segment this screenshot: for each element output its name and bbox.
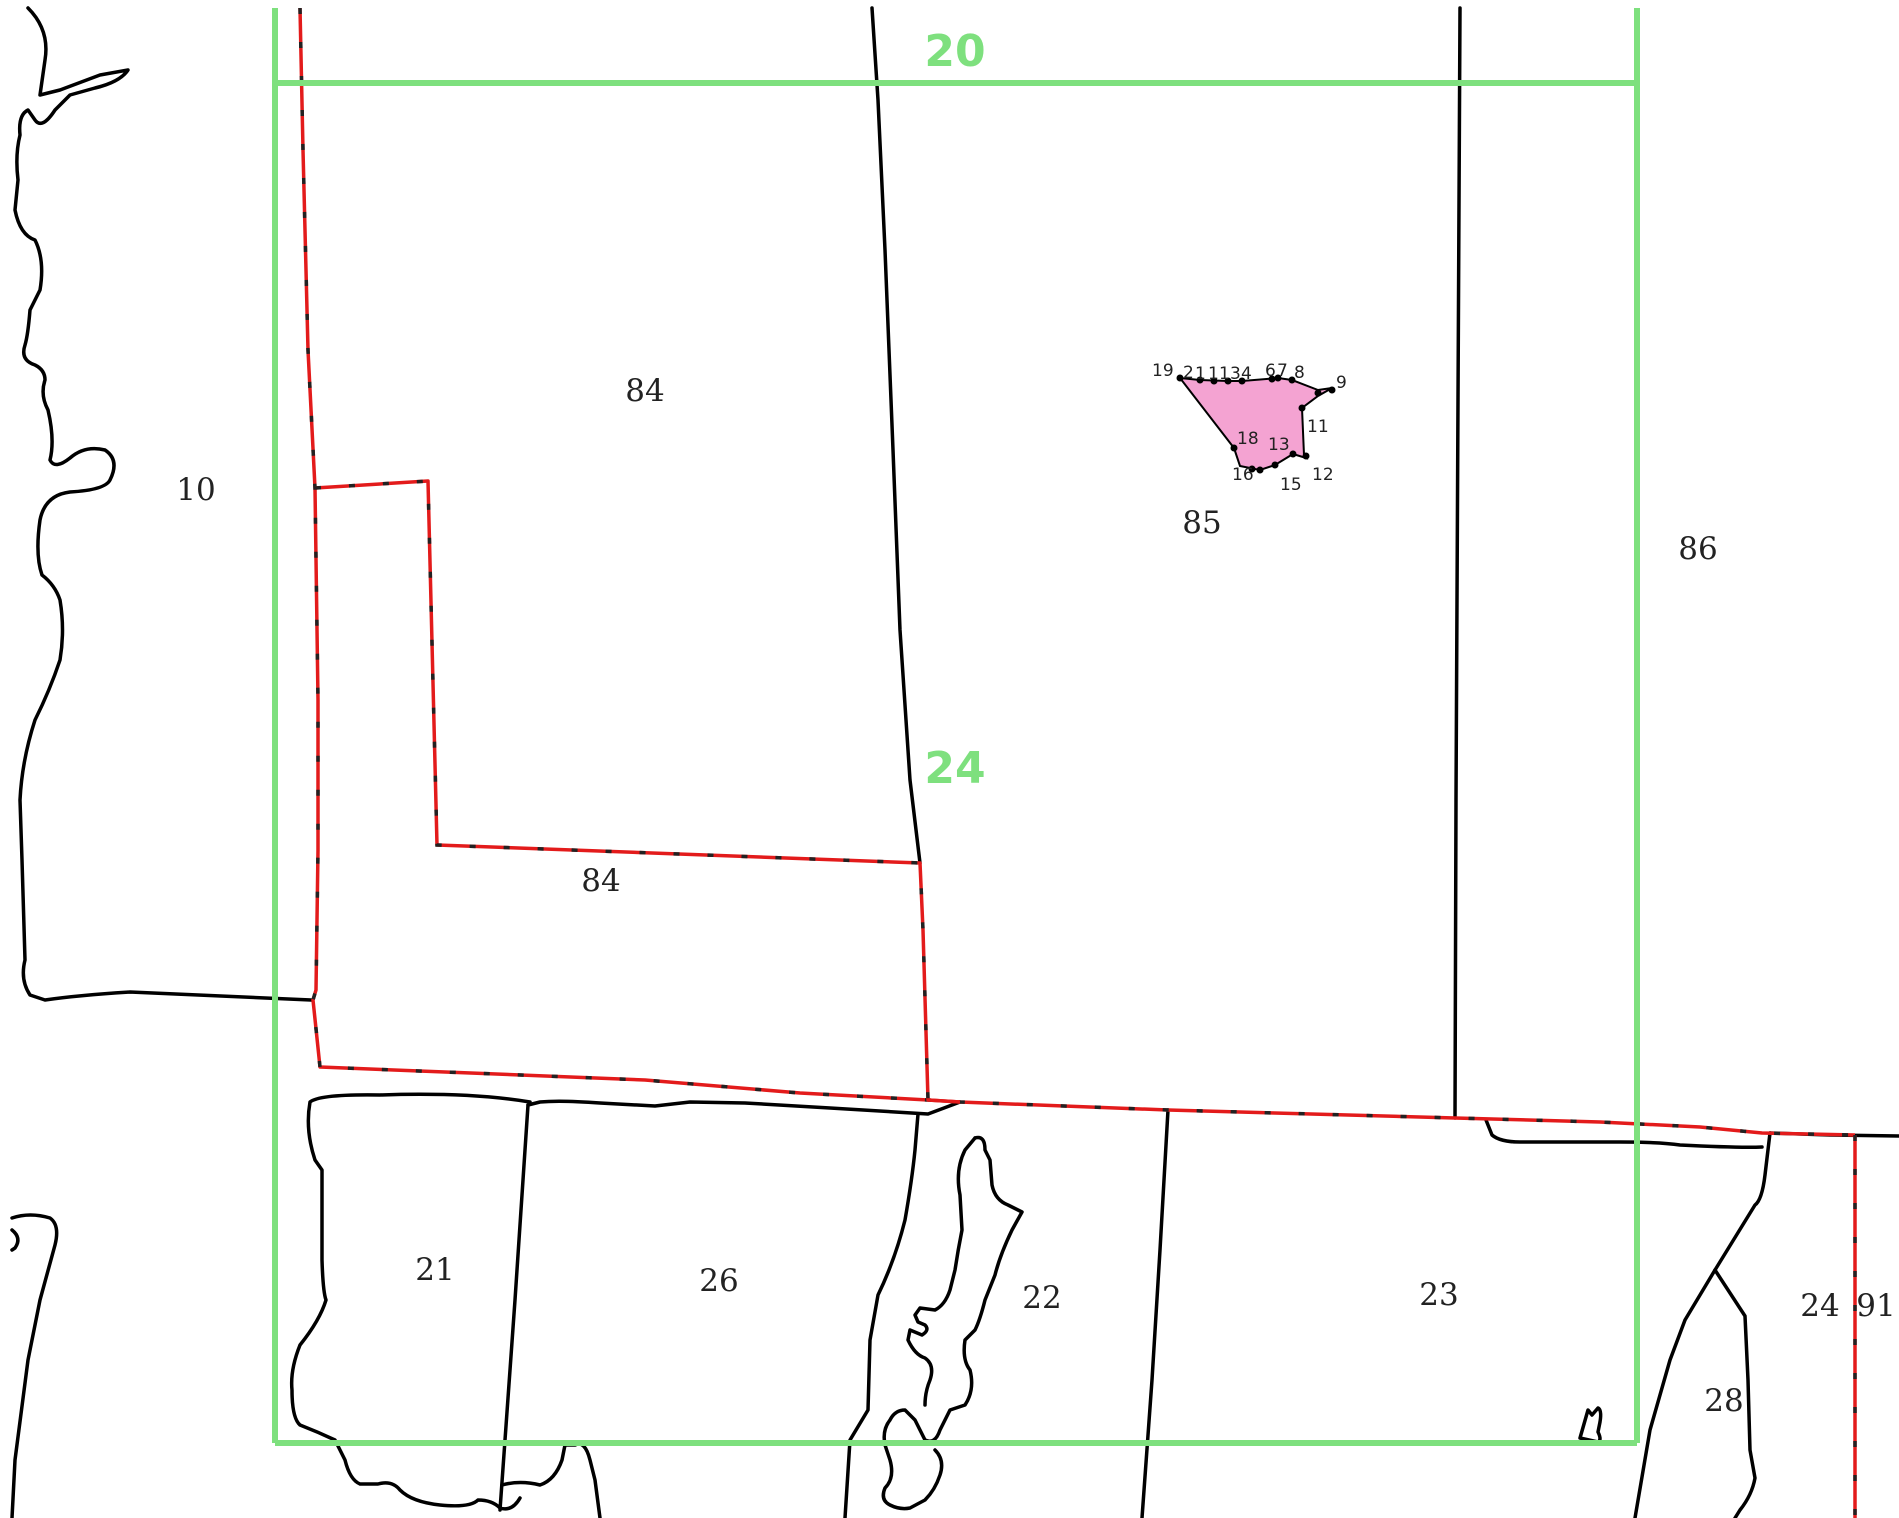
vertex-label: 8 [1294,363,1305,383]
vertex-dot [1224,377,1232,385]
vertex-label: 19 [1152,361,1174,381]
vertex-label: 15 [1280,475,1302,495]
vertex-label: 9 [1336,373,1347,393]
parcel-label-84-north: 84 [625,373,664,409]
line-21-26 [498,1103,530,1512]
parcel-23-north-edge [1484,1118,1764,1149]
vertex-label: 12 [1312,465,1334,485]
parcel-label-10: 10 [176,472,215,508]
parcel-label-21: 21 [415,1252,454,1288]
vertex-dot [1328,386,1336,394]
vertex-label: 1 [1195,364,1206,384]
parcel-label-22: 22 [1022,1280,1061,1316]
parcel-label-24: 24 [1800,1288,1839,1324]
vertex-label: 6 [1265,361,1276,381]
vertex-dot [1196,376,1204,384]
vertex-label: 1 [1219,364,1230,384]
vertex-dot [1289,450,1297,458]
red-boundary-outline [298,7,1856,1137]
vertex-dot [1298,404,1306,412]
grid-label-24: 24 [924,743,985,794]
vertex-label: 3 [1230,364,1241,384]
highlighted-polygon[interactable]: 19 2 1 1 1 3 4 6 7 8 9 11 18 13 16 15 12 [1152,361,1347,495]
vertex-dot [1268,375,1276,383]
parcel-label-84-south: 84 [581,863,620,899]
grid-frame [272,8,1640,1446]
line-84-85 [870,6,922,865]
grid-label-20: 20 [924,26,985,77]
red-inner-parcel [314,479,961,1104]
vertex-dot [1176,374,1184,382]
vertex-dot [1238,377,1246,385]
vertex-dot [1271,461,1279,469]
parcel-label-86: 86 [1678,531,1717,567]
line-23-28 [1633,1131,1772,1518]
coastline-southwest-notch [10,1228,20,1252]
vertex-label: 4 [1241,364,1252,384]
parcel-26-south [500,1442,602,1518]
vertex-dot [1230,444,1238,452]
vertex-label: 13 [1268,435,1290,455]
vertex-dot [1256,466,1264,474]
vertex-labels: 19 2 1 1 1 3 4 6 7 8 9 11 18 13 16 15 12 [1152,361,1347,495]
parcel-label-91: 91 [1856,1288,1895,1324]
vertex-label: 11 [1307,417,1329,437]
vertex-label: 16 [1232,465,1254,485]
vertex-dot [1302,452,1310,460]
road-south-edge [526,1099,962,1116]
vertex-label: 2 [1183,363,1194,383]
vertex-label: 7 [1277,361,1288,381]
parcel-label-28: 28 [1704,1383,1743,1419]
line-26-22 [843,1112,920,1518]
parcel-label-23: 23 [1419,1277,1458,1313]
vertex-dot [1274,374,1282,382]
coastline-west [13,6,313,1002]
grid-labels: 20 24 [924,26,985,794]
vertex-dot [1314,389,1322,397]
red-boundary [298,7,1857,1518]
parcel-boundaries [10,6,1899,1518]
parcel-labels: 84 84 85 86 10 21 26 22 23 24 91 28 [176,373,1895,1419]
coastline-southwest [10,1213,59,1518]
parcel-label-26: 26 [699,1263,738,1299]
parcel-21-outline [289,1092,532,1511]
line-24-28 [1713,1268,1757,1518]
island-22-spine [906,1136,977,1407]
vertex-dot [1288,376,1296,384]
red-inner-parcel-dash [314,479,930,1101]
parcel-label-85: 85 [1182,505,1221,541]
line-22-23 [1140,1108,1170,1518]
island-22 [881,1135,1024,1511]
vertex-dots [1176,374,1336,474]
vertex-label: 1 [1208,364,1219,384]
small-island-23 [1578,1406,1603,1444]
vertex-label: 18 [1237,429,1259,449]
vertex-dot [1210,377,1218,385]
line-85-86 [1453,6,1462,1120]
red-boundary-dash [298,7,1856,1137]
vertex-dot [1248,465,1256,473]
